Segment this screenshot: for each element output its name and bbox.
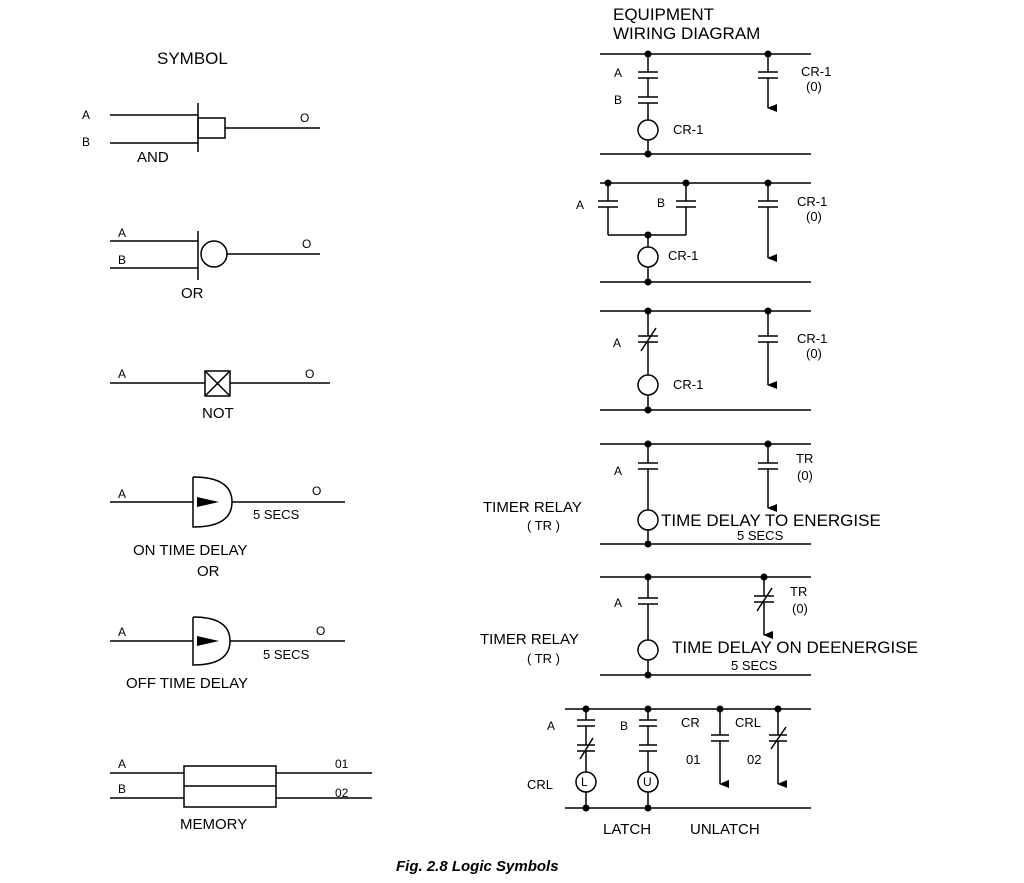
wiring-memory-contact-crl: CRL [735, 715, 761, 730]
wiring-memory-contact-cr: CR [681, 715, 700, 730]
not-output: O [305, 367, 314, 381]
or-output: O [302, 237, 311, 251]
not-input-a: A [118, 367, 126, 381]
off-delay-input-a: A [118, 625, 126, 639]
wiring-or-coil: CR-1 [668, 248, 698, 263]
wiring-or-circuit: A B CR-1 CR-1 (0) [576, 179, 827, 286]
and-label: AND [137, 149, 169, 166]
unlatch-coil-symbol: U [643, 775, 652, 789]
and-input-a: A [82, 108, 90, 122]
wiring-and-circuit: A B CR-1 CR-1 (0) [600, 50, 831, 158]
wiring-not-circuit: A CR-1 CR-1 (0) [600, 307, 827, 414]
wiring-or-contact-a: A [576, 198, 584, 212]
and-gate-symbol: A B O AND [82, 103, 320, 166]
wiring-memory-output-2: 02 [747, 752, 761, 767]
wiring-and-coil: CR-1 [673, 122, 703, 137]
or-input-a: A [118, 226, 126, 240]
wiring-and-contact-a: A [614, 66, 622, 80]
on-delay-label: ON TIME DELAY [133, 542, 247, 559]
wiring-memory-coil: CRL [527, 777, 553, 792]
memory-output-2: 02 [335, 786, 349, 800]
wiring-memory-circuit: L U A B CR CRL 01 02 CRL LATCH UNLATCH [527, 705, 811, 838]
wiring-on-delay-description: TIME DELAY TO ENERGISE [661, 511, 881, 530]
memory-input-b: B [118, 782, 126, 796]
memory-symbol: A B 01 02 MEMORY [110, 757, 372, 833]
wiring-memory-output-1: 01 [686, 752, 700, 767]
or-gate-symbol: A B O OR [110, 226, 320, 302]
wiring-off-delay-time: 5 SECS [731, 658, 778, 673]
wiring-on-delay-output: TR [796, 451, 813, 466]
wiring-and-output-state: (0) [806, 79, 822, 94]
or-input-b: B [118, 253, 126, 267]
on-time-delay-symbol: A O 5 SECS ON TIME DELAY OR [110, 476, 345, 580]
wiring-on-delay-time: 5 SECS [737, 528, 784, 543]
equipment-heading-line2: WIRING DIAGRAM [613, 24, 760, 43]
off-delay-label: OFF TIME DELAY [126, 675, 248, 692]
wiring-and-contact-b: B [614, 93, 622, 107]
figure-caption: Fig. 2.8 Logic Symbols [396, 858, 559, 875]
wiring-or-contact-b: B [657, 196, 665, 210]
wiring-off-delay-contact-a: A [614, 596, 622, 610]
on-delay-input-a: A [118, 487, 126, 501]
not-gate-symbol: A O NOT [110, 367, 330, 422]
memory-label: MEMORY [180, 816, 247, 833]
off-delay-time: 5 SECS [263, 647, 310, 662]
wiring-not-output: CR-1 [797, 331, 827, 346]
wiring-on-delay-relay-label: TIMER RELAY [483, 499, 582, 516]
off-delay-output: O [316, 624, 325, 638]
memory-input-a: A [118, 757, 126, 771]
on-delay-or-label: OR [197, 563, 220, 580]
latch-label: LATCH [603, 821, 651, 838]
wiring-off-delay-output: TR [790, 584, 807, 599]
wiring-not-contact-a: A [613, 336, 621, 350]
and-input-b: B [82, 135, 90, 149]
wiring-or-output: CR-1 [797, 194, 827, 209]
wiring-off-delay-output-state: (0) [792, 601, 808, 616]
wiring-off-delay-description: TIME DELAY ON DEENERGISE [672, 638, 918, 657]
equipment-heading-line1: EQUIPMENT [613, 5, 714, 24]
wiring-on-delay-contact-a: A [614, 464, 622, 478]
wiring-memory-contact-a: A [547, 719, 555, 733]
wiring-off-delay-circuit: A TR (0) TIMER RELAY ( TR ) TIME DELAY O… [480, 573, 918, 679]
not-label: NOT [202, 405, 234, 422]
off-time-delay-symbol: A O 5 SECS OFF TIME DELAY [110, 616, 345, 692]
wiring-not-coil: CR-1 [673, 377, 703, 392]
wiring-on-delay-output-state: (0) [797, 468, 813, 483]
on-delay-time: 5 SECS [253, 507, 300, 522]
unlatch-label: UNLATCH [690, 821, 760, 838]
wiring-on-delay-relay-abbr: ( TR ) [527, 518, 560, 533]
wiring-and-output: CR-1 [801, 64, 831, 79]
symbol-heading: SYMBOL [157, 49, 228, 68]
wiring-on-delay-circuit: A TR (0) TIMER RELAY ( TR ) TIME DELAY T… [483, 440, 881, 548]
and-output: O [300, 111, 309, 125]
wiring-off-delay-relay-abbr: ( TR ) [527, 651, 560, 666]
on-delay-output: O [312, 484, 321, 498]
wiring-or-output-state: (0) [806, 209, 822, 224]
wiring-memory-contact-b: B [620, 719, 628, 733]
or-label: OR [181, 285, 204, 302]
latch-coil-symbol: L [581, 775, 588, 789]
wiring-not-output-state: (0) [806, 346, 822, 361]
wiring-off-delay-relay-label: TIMER RELAY [480, 631, 579, 648]
memory-output-1: 01 [335, 757, 349, 771]
